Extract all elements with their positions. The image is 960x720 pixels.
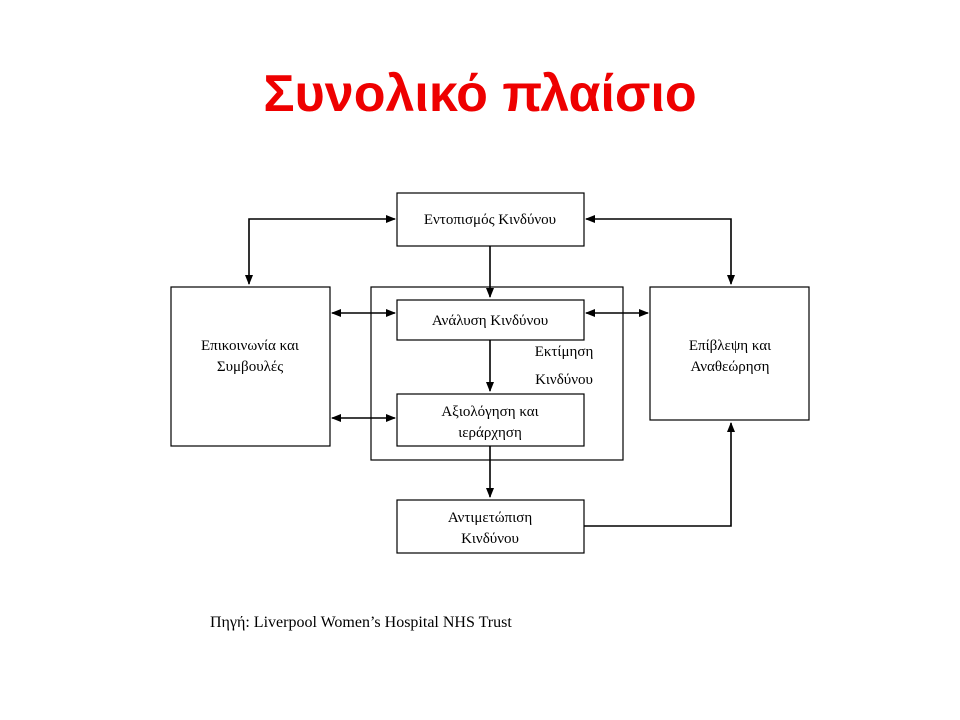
arrow-identification-monitoring bbox=[585, 215, 735, 285]
risk-analysis-box bbox=[396, 299, 585, 341]
arrow-treatment-monitoring bbox=[584, 422, 735, 527]
risk-treatment-box bbox=[396, 499, 585, 554]
communication-label-1: Επικοινωνία και bbox=[201, 338, 299, 354]
risk-identification-label: Εντοπισμός Κινδύνου bbox=[424, 212, 556, 228]
monitoring-label-2: Αναθεώρηση bbox=[691, 359, 770, 375]
arrow-identification-communication bbox=[245, 215, 396, 285]
monitoring-label-1: Επίβλεψη και bbox=[689, 338, 771, 354]
communication-box bbox=[170, 286, 331, 447]
monitoring-box bbox=[649, 286, 810, 421]
risk-treatment-label-1: Αντιμετώπιση bbox=[448, 510, 533, 526]
risk-evaluation-label-1: Αξιολόγηση και bbox=[441, 404, 538, 420]
risk-estimation-label-2: Κινδύνου bbox=[535, 372, 593, 388]
risk-estimation-label-1: Εκτίμηση bbox=[535, 344, 594, 360]
risk-identification-box bbox=[396, 192, 585, 247]
risk-treatment-label-2: Κινδύνου bbox=[461, 531, 519, 547]
risk-evaluation-label-2: ιεράρχηση bbox=[458, 425, 522, 441]
source-caption: Πηγή: Liverpool Women’s Hospital NHS Tru… bbox=[210, 614, 512, 631]
communication-label-2: Συμβουλές bbox=[217, 359, 283, 375]
slide-title: Συνολικό πλαίσιο bbox=[263, 65, 697, 123]
risk-analysis-label: Ανάλυση Κινδύνου bbox=[432, 313, 548, 329]
